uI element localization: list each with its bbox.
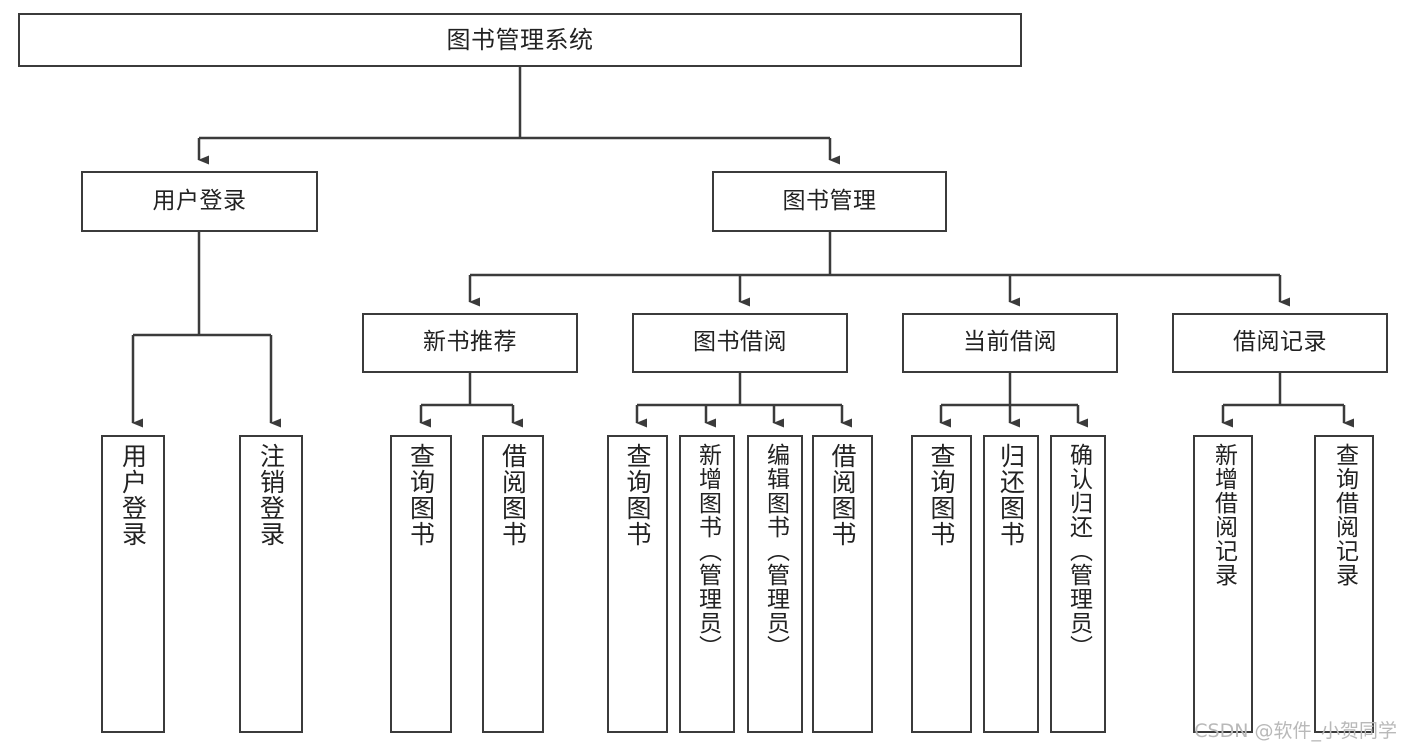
leaf-user-login[interactable]: 用户登录 [101, 435, 165, 733]
node-borrow-record[interactable]: 借阅记录 [1172, 313, 1388, 373]
leaf-current-query-book[interactable]: 查询图书 [911, 435, 972, 733]
node-root[interactable]: 图书管理系统 [18, 13, 1022, 67]
leaf-borrow-edit-book[interactable]: 编辑图书（管理员） [747, 435, 803, 733]
leaf-borrow-add-book-label: 新增图书（管理员） [694, 443, 721, 659]
leaf-borrow-borrow-book[interactable]: 借阅图书 [812, 435, 873, 733]
leaf-logout[interactable]: 注销登录 [239, 435, 303, 733]
node-borrow-record-label: 借阅记录 [1233, 329, 1327, 356]
node-user-login-label: 用户登录 [152, 187, 247, 214]
leaf-current-query-book-label: 查询图书 [927, 443, 956, 547]
leaf-record-add-label: 新增借阅记录 [1210, 443, 1237, 587]
leaf-logout-label: 注销登录 [256, 443, 286, 547]
node-book-borrow-label: 图书借阅 [693, 329, 787, 356]
node-current-borrow[interactable]: 当前借阅 [902, 313, 1118, 373]
leaf-recommend-borrow-book-label: 借阅图书 [498, 443, 528, 547]
csdn-watermark: CSDN @软件_小贺同学 [1194, 720, 1397, 742]
leaf-record-add[interactable]: 新增借阅记录 [1193, 435, 1253, 733]
node-book-borrow[interactable]: 图书借阅 [632, 313, 848, 373]
leaf-current-return-book[interactable]: 归还图书 [983, 435, 1039, 733]
leaf-recommend-query-book-label: 查询图书 [406, 443, 436, 547]
node-user-login[interactable]: 用户登录 [81, 171, 318, 232]
leaf-recommend-borrow-book[interactable]: 借阅图书 [482, 435, 544, 733]
node-book-management[interactable]: 图书管理 [712, 171, 947, 232]
node-new-book-recommend-label: 新书推荐 [423, 329, 517, 356]
leaf-borrow-add-book[interactable]: 新增图书（管理员） [679, 435, 735, 733]
leaf-recommend-query-book[interactable]: 查询图书 [390, 435, 452, 733]
node-root-label: 图书管理系统 [446, 25, 594, 54]
node-current-borrow-label: 当前借阅 [963, 329, 1057, 356]
node-new-book-recommend[interactable]: 新书推荐 [362, 313, 578, 373]
leaf-borrow-query-book[interactable]: 查询图书 [607, 435, 668, 733]
leaf-borrow-query-book-label: 查询图书 [623, 443, 652, 547]
node-book-management-label: 图书管理 [782, 187, 877, 214]
leaf-user-login-label: 用户登录 [118, 443, 148, 547]
leaf-current-confirm-return-label: 确认归还（管理员） [1065, 443, 1092, 659]
leaf-current-return-book-label: 归还图书 [996, 443, 1026, 547]
leaf-record-query-label: 查询借阅记录 [1331, 443, 1358, 587]
leaf-borrow-borrow-book-label: 借阅图书 [828, 443, 857, 547]
leaf-borrow-edit-book-label: 编辑图书（管理员） [762, 443, 789, 659]
leaf-current-confirm-return[interactable]: 确认归还（管理员） [1050, 435, 1106, 733]
leaf-record-query[interactable]: 查询借阅记录 [1314, 435, 1374, 733]
